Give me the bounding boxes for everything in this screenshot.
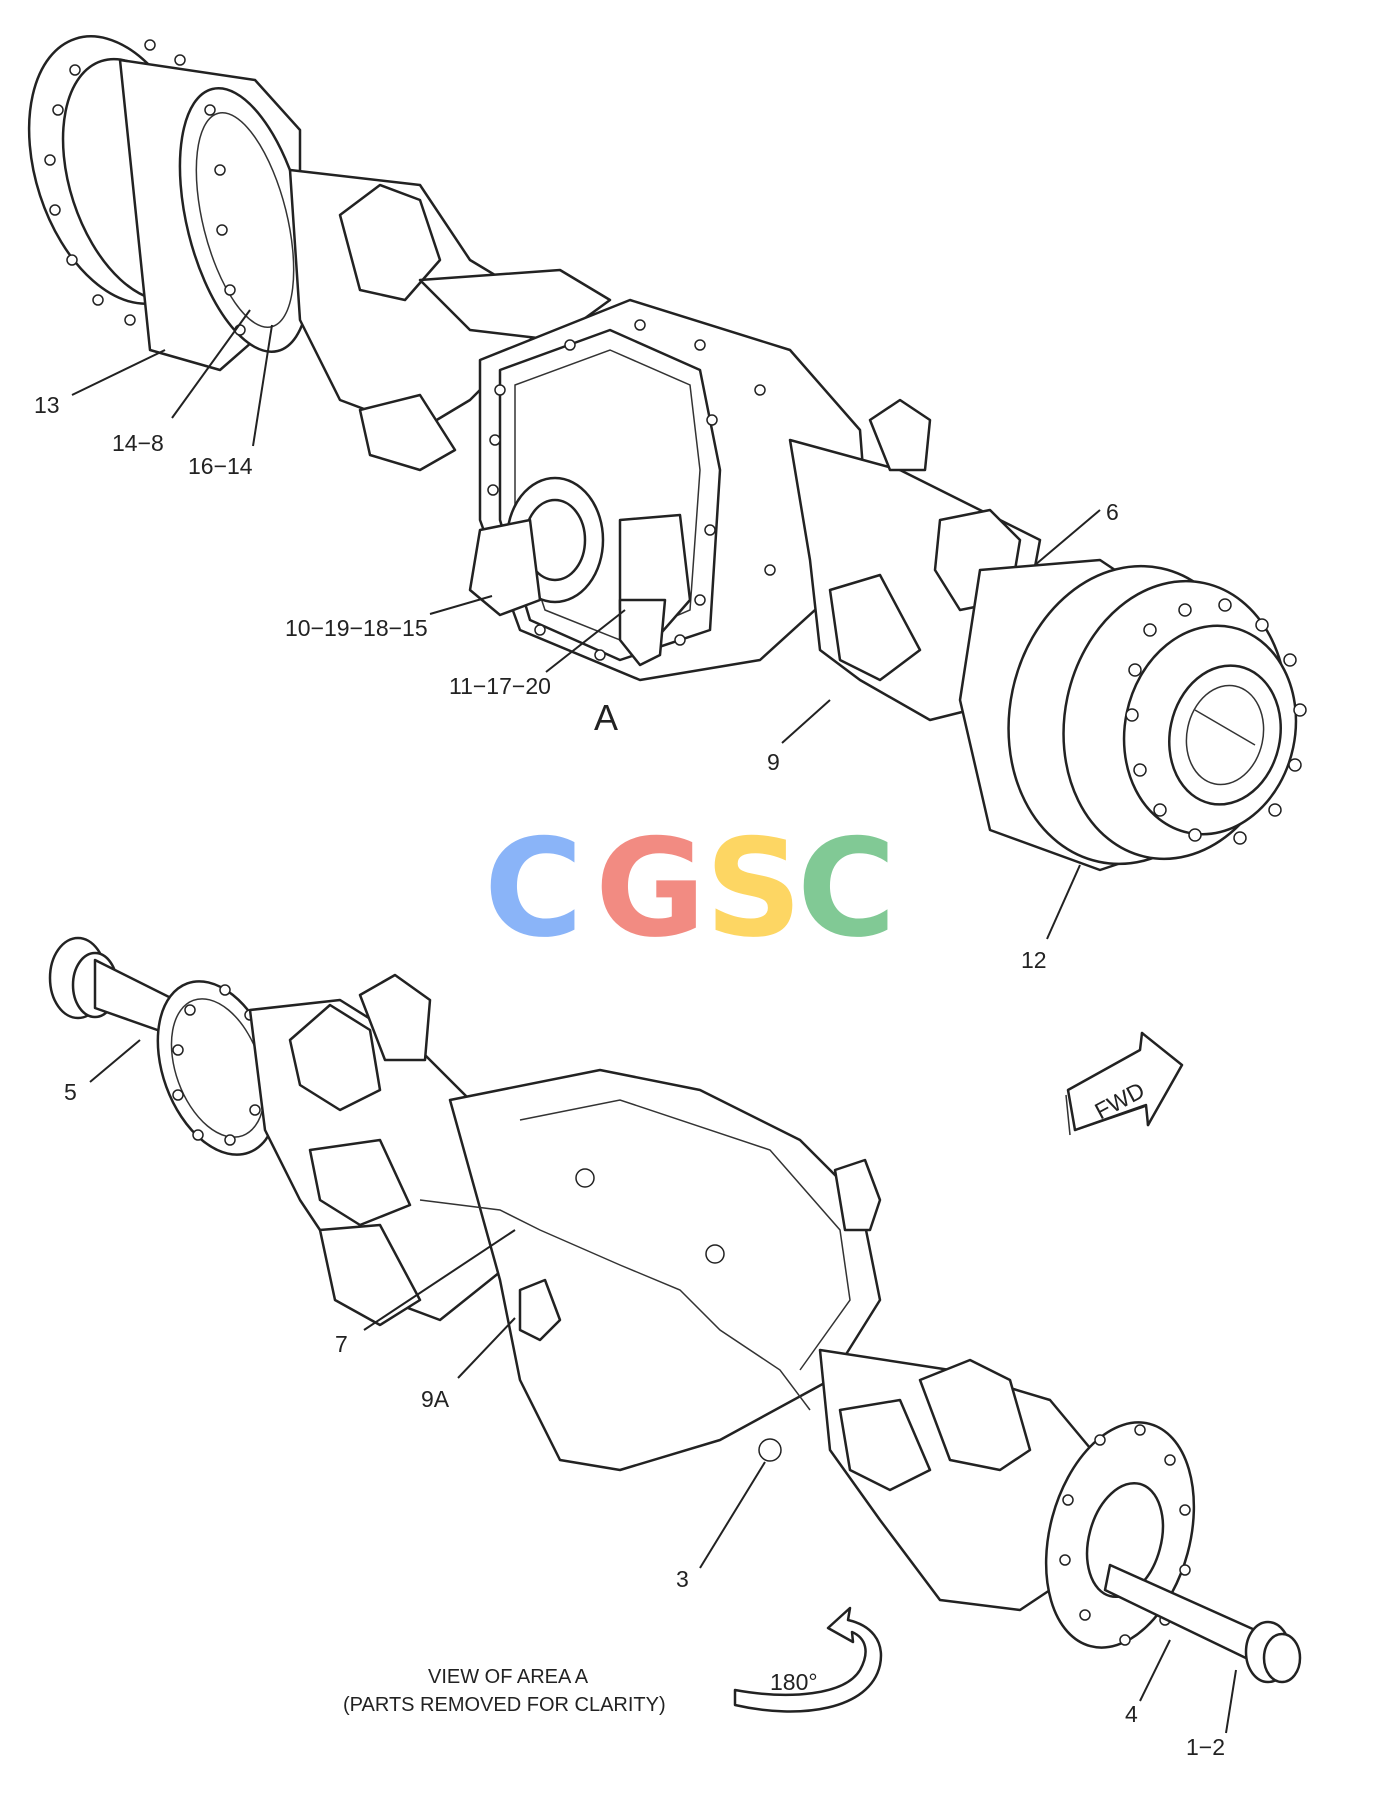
caption-line-2: (PARTS REMOVED FOR CLARITY) bbox=[343, 1694, 666, 1716]
callout-3: 3 bbox=[676, 1566, 689, 1592]
leader-lines-top bbox=[71, 309, 1101, 940]
callout-13: 13 bbox=[34, 392, 60, 418]
rotation-arrow: 180° bbox=[733, 1606, 883, 1713]
axle-assembly-top bbox=[27, 35, 1307, 872]
area-a-label: A bbox=[594, 697, 618, 738]
callout-9: 9 bbox=[767, 749, 780, 775]
leader-lines-bottom bbox=[89, 1039, 1237, 1734]
watermark-letter-c2: C bbox=[797, 810, 896, 967]
watermark-letter-c1: C bbox=[484, 810, 583, 967]
callout-6: 6 bbox=[1106, 499, 1119, 525]
left-wheel-hub bbox=[27, 35, 312, 372]
watermark-letter-g: G bbox=[595, 810, 706, 967]
rotation-label: 180° bbox=[770, 1669, 818, 1695]
caption-line-1: VIEW OF AREA A bbox=[428, 1666, 589, 1688]
watermark-letter-s: S bbox=[705, 810, 802, 967]
cgsc-watermark: C G S C bbox=[484, 810, 896, 967]
callout-10-19-18-15: 10−19−18−15 bbox=[285, 615, 428, 641]
callout-1-2: 1−2 bbox=[1186, 1734, 1225, 1760]
differential-housing bbox=[468, 298, 872, 682]
callout-14-8: 14−8 bbox=[112, 430, 164, 456]
callout-11-17-20: 11−17−20 bbox=[449, 673, 551, 699]
fwd-arrow: FWD bbox=[1065, 1031, 1184, 1136]
callout-12: 12 bbox=[1021, 947, 1047, 973]
right-wheel-hub bbox=[958, 558, 1307, 872]
callout-5: 5 bbox=[64, 1079, 77, 1105]
callout-9a: 9A bbox=[421, 1386, 450, 1412]
axle-assembly-bottom bbox=[48, 936, 1302, 1684]
callout-7: 7 bbox=[335, 1331, 348, 1357]
callout-16-14: 16−14 bbox=[188, 453, 253, 479]
callout-4: 4 bbox=[1125, 1701, 1138, 1727]
